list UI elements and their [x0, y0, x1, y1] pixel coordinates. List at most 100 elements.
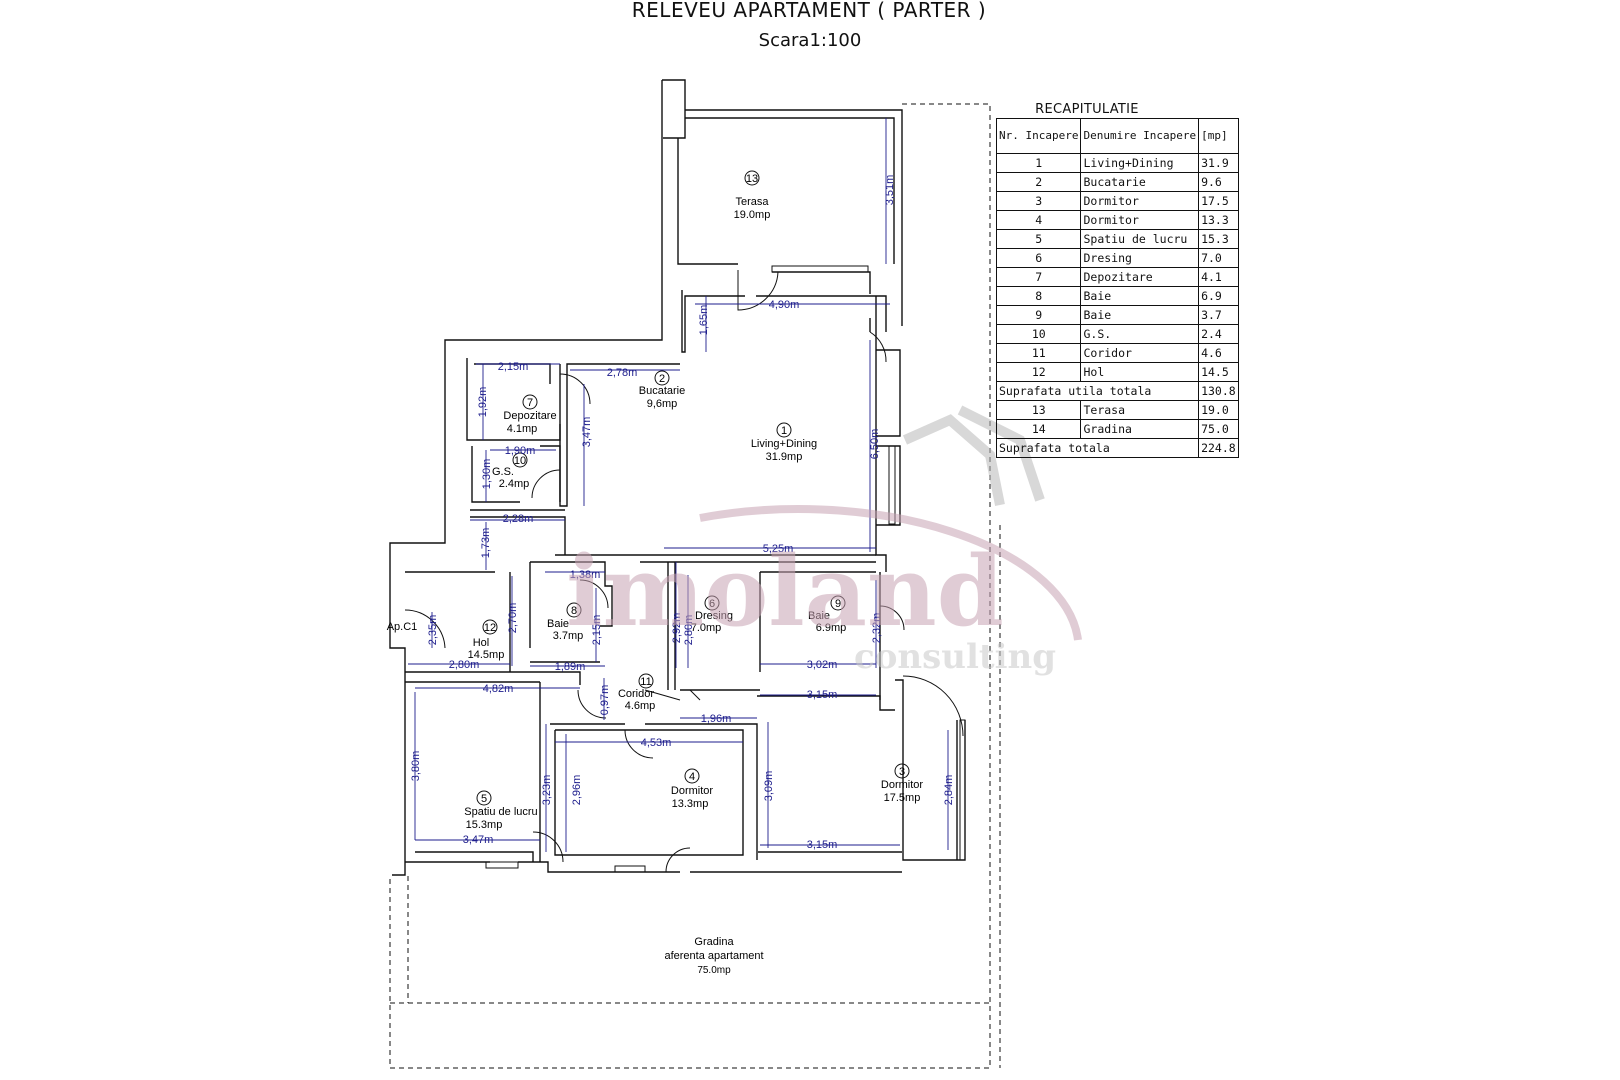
subtotal-row: Suprafata utila totala 130.8: [995, 381, 1239, 401]
room-8-number: 8: [571, 605, 577, 617]
cell-name: Dormitor: [1080, 210, 1200, 230]
cell-area: 3.7: [1198, 305, 1239, 325]
watermark-tagline: consulting: [854, 637, 1056, 677]
cell-nr: 4: [995, 210, 1082, 230]
cell-nr: 9: [995, 305, 1082, 325]
cell-area: 17.5: [1198, 191, 1239, 211]
dim-label: 3,09m: [763, 771, 775, 802]
cell-nr: 1: [995, 153, 1082, 173]
dim-label: 4,53m: [641, 737, 672, 749]
dim-label: 1,73m: [480, 528, 492, 559]
room-1-name: Living+Dining: [751, 438, 817, 450]
dim-label: 2,92m: [671, 613, 683, 644]
header-name: Denumire Incapere: [1080, 118, 1200, 154]
cell-name: Baie: [1080, 305, 1200, 325]
room-13-number: 13: [746, 173, 758, 185]
room-13-name: Terasa: [735, 196, 769, 208]
dim-label: 6,50m: [869, 429, 881, 460]
dim-label: 2,80m: [449, 659, 480, 671]
plan-title: RELEVEU APARTAMENT ( PARTER ): [631, 0, 987, 22]
room-10-area: 2.4mp: [499, 478, 530, 490]
table-header-row: Nr. Incapere Denumire Incapere [mp]: [995, 118, 1239, 154]
room-2-area: 9,6mp: [647, 398, 678, 410]
room-11-area: 4.6mp: [625, 700, 656, 712]
dim-label: 2,96m: [571, 775, 583, 806]
cell-name: Spatiu de lucru: [1080, 229, 1200, 249]
room-9-number: 9: [835, 598, 841, 610]
recap-table-panel: RECAPITULATIE Nr. Incapere Denumire Inca…: [995, 102, 1239, 458]
room-9-area: 6.9mp: [816, 622, 847, 634]
cell-area: 7.0: [1198, 248, 1239, 268]
dim-label: 1,90m: [505, 445, 536, 457]
cell-area: 75.0: [1198, 419, 1239, 439]
subtotal-label: Suprafata utila totala: [995, 381, 1200, 401]
cell-area: 2.4: [1198, 324, 1239, 344]
room-12-area: 14.5mp: [468, 649, 505, 661]
dim-label: 1,65m: [698, 305, 710, 336]
garden-subtitle: aferenta apartament: [664, 950, 763, 962]
subtotal-area: 130.8: [1198, 381, 1239, 401]
room-11-name: Coridor: [618, 688, 654, 700]
room-12-name: Hol: [473, 637, 490, 649]
room-5-name: Spatiu de lucru: [464, 806, 537, 818]
dim-label: 2,15m: [498, 361, 529, 373]
cell-name: Depozitare: [1080, 267, 1200, 287]
cell-nr: 11: [995, 343, 1082, 363]
room-4-area: 13.3mp: [672, 798, 709, 810]
cell-name: Living+Dining: [1080, 153, 1200, 173]
entry-label: Ap.C1: [387, 621, 418, 633]
room-1-area: 31.9mp: [766, 451, 803, 463]
cell-area: 4.6: [1198, 343, 1239, 363]
cell-area: 9.6: [1198, 172, 1239, 192]
cell-nr: 3: [995, 191, 1082, 211]
room-3-name: Dormitor: [881, 779, 924, 791]
cell-nr: 8: [995, 286, 1082, 306]
dim-label: 2,70m: [507, 603, 519, 634]
total-label: Suprafata totala: [995, 438, 1200, 458]
dim-label: 1,96m: [701, 713, 732, 725]
dim-label: 3,47m: [581, 417, 593, 448]
recap-title: RECAPITULATIE: [1035, 102, 1139, 117]
cell-nr: 6: [995, 248, 1082, 268]
dim-label: 0,97m: [599, 685, 611, 716]
dim-label: 2,32m: [871, 613, 883, 644]
garden-name: Gradina: [694, 936, 734, 948]
room-4-number: 4: [689, 771, 695, 783]
watermark-logo: imoland consulting: [566, 405, 1082, 677]
cell-area: 14.5: [1198, 362, 1239, 382]
cell-nr: 13: [995, 400, 1082, 420]
total-row: Suprafata totala 224.8: [995, 438, 1239, 458]
header-nr: Nr. Incapere: [995, 118, 1082, 154]
room-8-name: Baie: [547, 618, 569, 630]
cell-nr: 14: [995, 419, 1082, 439]
room-7-area: 4.1mp: [507, 423, 538, 435]
cell-name: Baie: [1080, 286, 1200, 306]
room-3-number: 3: [899, 766, 905, 778]
garden-area: 75.0mp: [697, 965, 731, 976]
dim-label: 3,23m: [541, 775, 553, 806]
cell-area: 13.3: [1198, 210, 1239, 230]
dim-label: 1,38m: [570, 569, 601, 581]
dim-label: 2,80m: [683, 615, 695, 646]
cell-name: Gradina: [1080, 419, 1200, 439]
room-8-area: 3.7mp: [553, 630, 584, 642]
dim-label: 3,47m: [463, 834, 494, 846]
room-6-number: 6: [709, 598, 715, 610]
room-10-name: G.S.: [492, 466, 514, 478]
dim-label: 1,92m: [477, 387, 489, 418]
dim-label: 2,35m: [427, 615, 439, 646]
cell-name: G.S.: [1080, 324, 1200, 344]
cell-name: Hol: [1080, 362, 1200, 382]
